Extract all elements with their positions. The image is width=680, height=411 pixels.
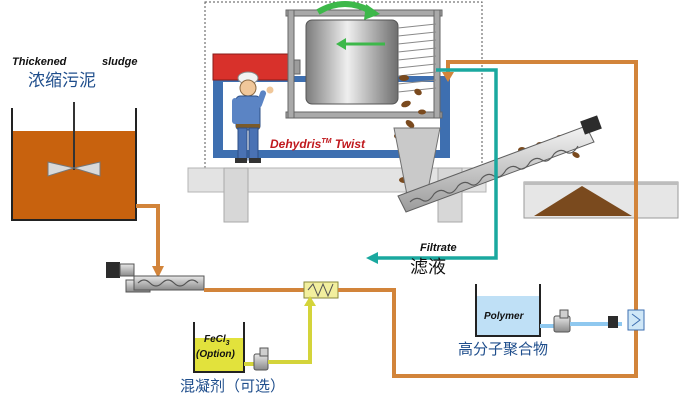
thickened-sludge-cn-label: 浓缩污泥	[28, 71, 96, 91]
thickened-label-word1: Thickened	[12, 56, 67, 68]
machine-name-label: DehydrisTM Twist	[270, 137, 366, 151]
pump-icon	[106, 262, 205, 293]
thickened-label-word2: sludge	[102, 56, 138, 68]
filtrate-en-label: Filtrate	[420, 242, 457, 254]
conditioned-sludge-line	[338, 60, 638, 378]
fecl3-tank	[193, 322, 245, 373]
polymer-en-label: Polymer	[484, 311, 524, 322]
cake-container	[523, 181, 679, 219]
mixer-icon	[47, 102, 101, 177]
sludge-feed-pipe	[136, 204, 160, 268]
trademark-label: TM	[321, 138, 332, 145]
inline-mixer-icon	[608, 309, 645, 331]
filtrate-cn-label: 滤液	[410, 257, 446, 278]
fecl-subscript-label: 3	[225, 340, 230, 347]
polymer-cn-label: 高分子聚合物	[458, 340, 549, 358]
filtrate-line	[376, 68, 498, 260]
static-mixer-icon	[303, 281, 339, 299]
coagulant-cn-label: 混凝剂（可选）	[180, 377, 286, 395]
sludge-tank	[11, 102, 137, 221]
fecl-option-label: (Option)	[196, 349, 235, 360]
worker-icon	[232, 71, 274, 163]
press-drum	[285, 9, 443, 119]
polymer-tank	[475, 284, 541, 337]
polymer-dosing-pump-icon	[553, 309, 571, 333]
fecl-formula-label: FeCl3	[204, 334, 230, 348]
coagulant-dosing-line	[268, 304, 312, 364]
dosing-pump-icon	[253, 347, 269, 371]
